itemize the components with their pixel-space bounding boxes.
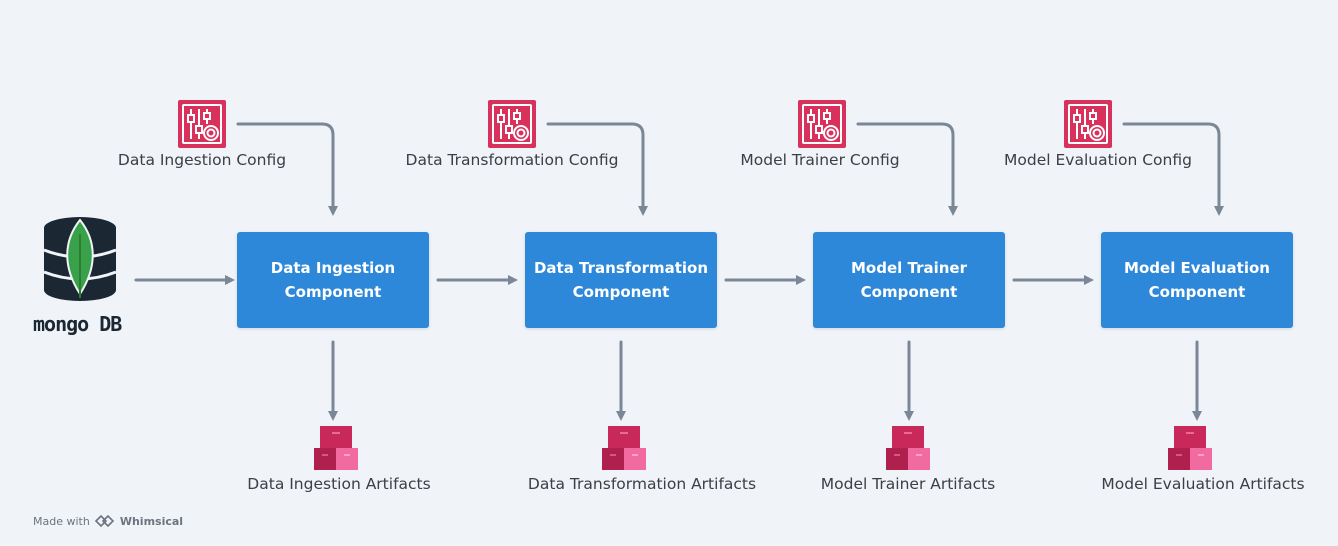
component-box[interactable]: Data Ingestion Component bbox=[237, 232, 429, 328]
config-label: Data Transformation Config bbox=[405, 151, 619, 169]
whimsical-logo-icon bbox=[94, 514, 114, 528]
component-label: Model Trainer Component bbox=[850, 259, 967, 301]
artifact-label: Model Trainer Artifacts bbox=[820, 475, 996, 493]
config-icon bbox=[798, 100, 846, 148]
component-box[interactable]: Data Transformation Component bbox=[525, 232, 717, 328]
artifact-icon bbox=[1166, 424, 1214, 472]
config-icon bbox=[1064, 100, 1112, 148]
arrow-config-ingestion bbox=[236, 122, 338, 216]
mongodb-database-icon bbox=[43, 217, 117, 301]
component-label: Data Ingestion Component bbox=[270, 259, 396, 301]
made-with-footer[interactable]: Made with Whimsical bbox=[33, 514, 183, 528]
config-icon bbox=[178, 100, 226, 148]
artifact-icon bbox=[884, 424, 932, 472]
artifact-label: Data Ingestion Artifacts bbox=[247, 475, 431, 493]
config-label: Model Trainer Config bbox=[740, 151, 900, 169]
arrow-config-transformation bbox=[546, 122, 648, 216]
arrow-config-evaluation bbox=[1122, 122, 1224, 216]
config-icon bbox=[488, 100, 536, 148]
whimsical-brand-text: Whimsical bbox=[119, 514, 184, 528]
made-with-text: Made with bbox=[33, 514, 90, 528]
artifact-label: Data Transformation Artifacts bbox=[527, 475, 757, 493]
component-label: Model Evaluation Component bbox=[1124, 259, 1270, 301]
component-box[interactable]: Model Trainer Component bbox=[813, 232, 1005, 328]
component-box[interactable]: Model Evaluation Component bbox=[1101, 232, 1293, 328]
config-label: Model Evaluation Config bbox=[1004, 151, 1192, 169]
config-label: Data Ingestion Config bbox=[117, 151, 287, 169]
artifact-icon bbox=[312, 424, 360, 472]
mongodb-logo-text: mongo DB bbox=[33, 312, 122, 336]
artifact-label: Model Evaluation Artifacts bbox=[1101, 475, 1305, 493]
artifact-icon bbox=[600, 424, 648, 472]
component-label: Data Transformation Component bbox=[533, 259, 709, 301]
arrow-config-trainer bbox=[856, 122, 958, 216]
